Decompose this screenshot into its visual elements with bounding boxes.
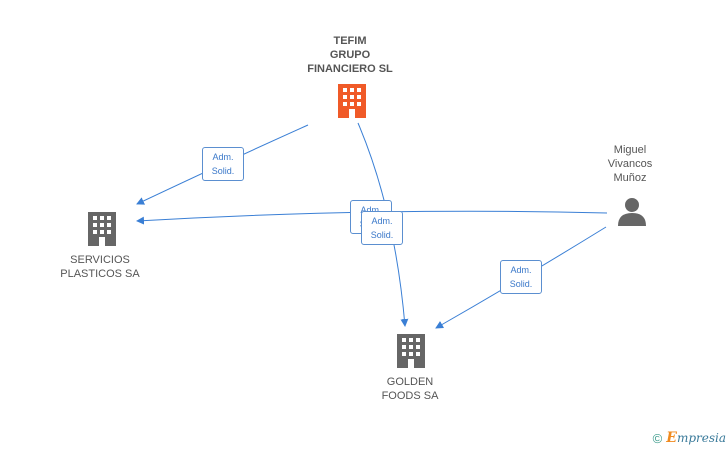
person-icon[interactable] [617,196,647,226]
building-icon[interactable] [86,212,118,246]
tefim-label[interactable]: TEFIM GRUPO FINANCIERO SL [307,35,393,75]
footer: © Empresia [653,430,726,446]
edge-label-miguel-golden: Adm. Solid. [500,260,542,294]
golden-label[interactable]: GOLDEN FOODS SA [381,376,439,402]
edge-label-tefim-servicios: Adm. Solid. [202,147,244,181]
building-icon[interactable] [336,84,368,118]
miguel-label[interactable]: Miguel Vivancos Muñoz [607,144,653,184]
building-icon[interactable] [395,334,427,368]
servicios-label[interactable]: SERVICIOS PLASTICOS SA [60,254,140,280]
copyright-symbol: © [652,430,663,446]
empresia-logo[interactable]: Empresia [666,430,726,446]
edge-label-tefim-golden: Adm. Solid. [361,211,403,245]
